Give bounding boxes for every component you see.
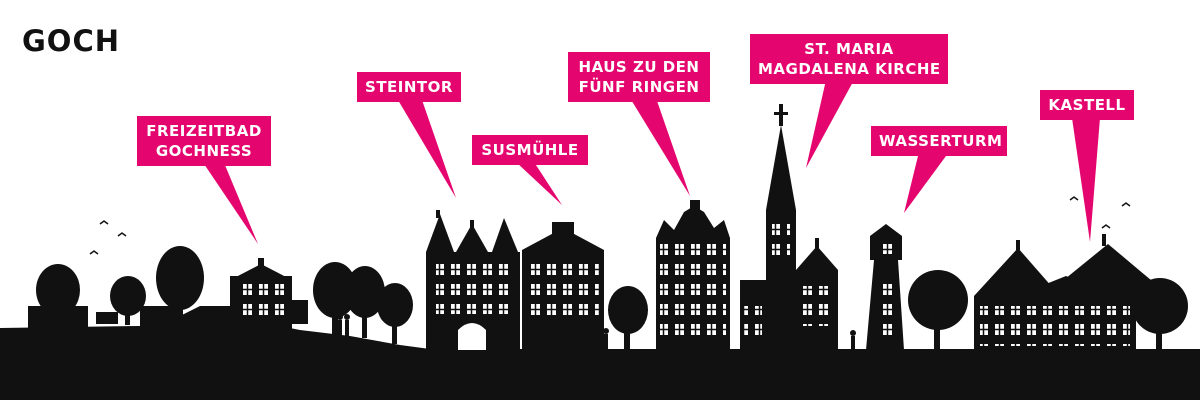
label-kastell-line1: KASTELL [1048, 96, 1126, 114]
pointer-stmaria [806, 80, 854, 168]
label-haus-line2: FÜNF RINGEN [578, 78, 700, 96]
label-steintor: STEINTOR [357, 72, 461, 102]
label-haus-line1: HAUS ZU DEN [578, 58, 700, 76]
label-stmaria-line1: ST. MARIA [804, 40, 894, 58]
label-wasserturm-line1: WASSERTURM [879, 132, 1003, 150]
label-susmuehle-line1: SUSMÜHLE [481, 141, 579, 159]
label-freizeitbad-line2: GOCHNESS [155, 142, 253, 160]
callout-pointers [200, 80, 1100, 244]
label-wasserturm: WASSERTURM [871, 126, 1007, 156]
birds [89, 196, 1131, 255]
pointer-kastell [1072, 118, 1100, 242]
label-steintor-line1: STEINTOR [365, 78, 453, 96]
label-freizeitbad: FREIZEITBAD GOCHNESS [137, 116, 271, 166]
pointer-freizeitbad [200, 158, 258, 244]
pointer-steintor [398, 100, 456, 198]
city-title: GOCH [22, 24, 121, 58]
window-details [236, 220, 1130, 350]
label-stmaria: ST. MARIA MAGDALENA KIRCHE [750, 34, 948, 84]
pointer-haus [630, 98, 690, 196]
label-kastell: KASTELL [1040, 90, 1134, 120]
label-susmuehle: SUSMÜHLE [472, 135, 588, 165]
pointer-wasserturm [904, 156, 946, 213]
label-haus: HAUS ZU DEN FÜNF RINGEN [568, 52, 710, 102]
label-freizeitbad-line1: FREIZEITBAD [146, 122, 262, 140]
pointer-susmuehle [516, 162, 562, 205]
label-stmaria-line2: MAGDALENA KIRCHE [758, 60, 941, 78]
ground [0, 320, 1200, 400]
